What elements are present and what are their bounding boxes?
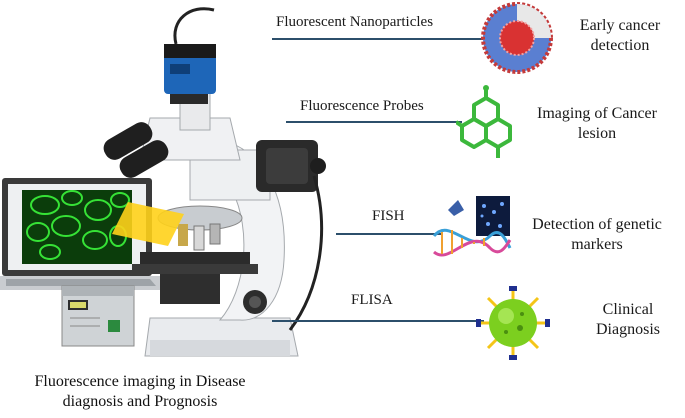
caption-line2: diagnosis and Prognosis (62, 393, 218, 410)
outcome-label-2: Imaging of Cancer lesion (514, 104, 680, 144)
microscope-illustration (0, 7, 326, 357)
outcome-2-line1: Imaging of Cancer (537, 105, 657, 122)
laptop-icon (0, 178, 172, 290)
outcome-3-line2: markers (571, 236, 623, 253)
virus-icon (476, 286, 550, 360)
outcome-4-line1: Clinical (602, 301, 654, 318)
outcome-2-line2: lesion (577, 125, 617, 142)
connector-line-1 (272, 38, 484, 40)
outcome-label-1: Early cancer detection (560, 16, 680, 56)
dna-icon (432, 196, 512, 257)
outcome-label-4: Clinical Diagnosis (580, 300, 676, 340)
connector-line-3 (336, 233, 442, 235)
outcome-1-line1: Early cancer (579, 17, 661, 34)
outcome-label-3: Detection of genetic markers (512, 215, 682, 255)
outcome-1-line2: detection (590, 37, 650, 54)
technique-label-3: FISH (372, 208, 405, 224)
nanoparticle-icon (481, 2, 553, 74)
technique-label-4: FLISA (351, 292, 393, 308)
outcome-4-line2: Diagnosis (596, 321, 660, 338)
technique-label-1: Fluorescent Nanoparticles (276, 14, 434, 30)
connector-line-4 (272, 320, 484, 322)
diagram-caption: Fluorescence imaging in Disease diagnosi… (0, 372, 280, 412)
molecule-icon (456, 85, 512, 158)
caption-line1: Fluorescence imaging in Disease (34, 373, 246, 390)
light-source-unit (61, 285, 135, 347)
technique-label-2: Fluorescence Probes (300, 98, 424, 114)
outcome-3-line1: Detection of genetic (532, 216, 662, 233)
connector-line-2 (286, 121, 462, 123)
